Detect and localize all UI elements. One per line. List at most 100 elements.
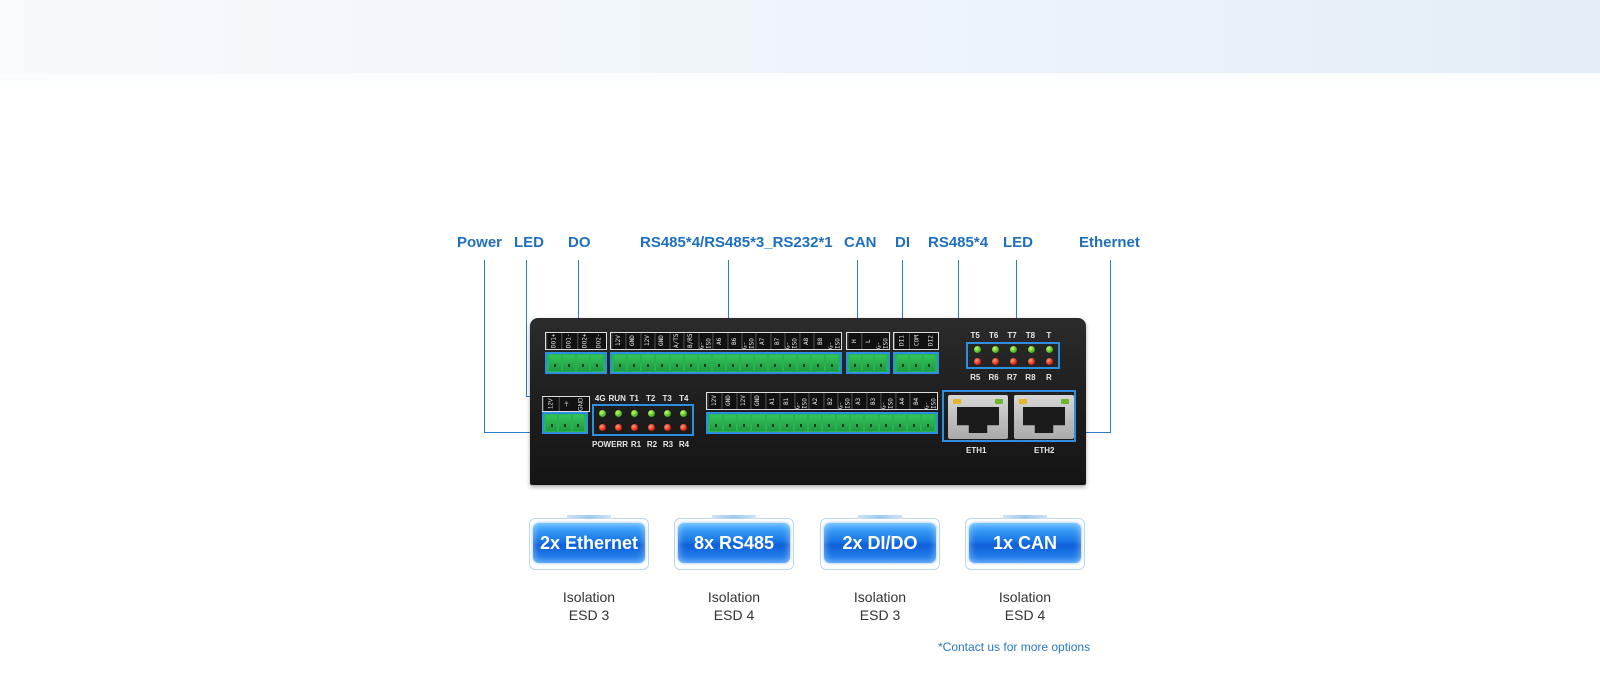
led-label: R5 (970, 373, 981, 382)
power-label-strip: 12V⏚GND (542, 396, 590, 412)
eth1-port[interactable] (948, 395, 1008, 439)
terminal-label: DI1 (894, 333, 909, 349)
terminal-pin (825, 355, 838, 371)
red-led-icon (991, 357, 999, 365)
terminal-pin (923, 355, 935, 371)
terminal-label: G-ISO (836, 393, 852, 409)
led-label: T5 (970, 331, 980, 340)
footnote: *Contact us for more options (938, 640, 1091, 654)
terminal-label: GND (654, 333, 669, 349)
power-terminal (542, 412, 588, 434)
green-led-icon (1027, 346, 1035, 354)
terminal-label: 12V (735, 393, 751, 409)
terminal-pin (755, 355, 768, 371)
terminal-pin (811, 355, 824, 371)
red-led-icon (631, 423, 639, 431)
terminal-pin (628, 355, 641, 371)
terminal-label: G-ISO (880, 393, 895, 409)
terminal-label: A1 (764, 393, 780, 409)
terminal-pin (783, 355, 796, 371)
led-label: R2 (646, 440, 658, 449)
top-banner-band (0, 0, 1600, 73)
leader-ethernet (1110, 260, 1111, 432)
terminal-pin (851, 415, 864, 431)
led-label: R4 (678, 440, 690, 449)
leader-do (578, 260, 579, 356)
led-label: ERR (611, 440, 628, 449)
spec-line: Isolation (853, 589, 907, 605)
terminal-pin (850, 355, 861, 371)
badge-ethernet-spec: Isolation ESD 3 (529, 588, 649, 624)
callout-rs485-rs232: RS485*4/RS485*3_RS232*1 (640, 234, 833, 251)
spec-line: ESD 4 (1004, 607, 1046, 623)
terminal-label: B6 (726, 333, 741, 349)
callout-power: Power (457, 234, 503, 251)
green-led-icon (680, 409, 688, 417)
green-led-icon (991, 346, 999, 354)
terminal-label: B1 (779, 393, 794, 409)
led-label: R7 (1006, 373, 1018, 382)
callout-can: CAN (844, 234, 877, 251)
red-led-icon (680, 423, 688, 431)
badge-dido-spec: Isolation ESD 3 (820, 588, 940, 624)
terminal-pin (577, 355, 589, 371)
eth2-port[interactable] (1014, 395, 1074, 439)
callout-di: DI (895, 234, 910, 251)
leader-can (857, 260, 858, 356)
terminal-label: B3 (865, 393, 881, 409)
terminal-label: A7 (755, 333, 770, 349)
di-terminal (893, 352, 939, 374)
terminal-label: A3 (851, 393, 866, 409)
leader-di (902, 260, 903, 326)
terminal-pin (865, 415, 878, 431)
terminal-label: GND (625, 333, 640, 349)
badge-can: 1x CAN (965, 515, 1085, 570)
terminal-label: 12V (639, 333, 655, 349)
terminal-label: B7 (769, 333, 785, 349)
spec-line: Isolation (998, 589, 1052, 605)
terminal-label: 12V (707, 393, 722, 409)
terminal-label: G-ISO (827, 338, 841, 349)
terminal-pin (738, 415, 751, 431)
terminal-label: DO2- (595, 333, 603, 349)
terminal-label: DI2 (927, 335, 935, 347)
terminal-label: GND (750, 393, 765, 409)
terminal-pin (875, 355, 887, 371)
led-label: 4G (594, 394, 606, 403)
green-led-icon (598, 409, 606, 417)
terminal-pin (546, 415, 558, 431)
led-label: R8 (1025, 373, 1036, 382)
badge-rs485: 8x RS485 (674, 515, 794, 570)
led-label: T3 (662, 394, 672, 403)
terminal-label: GND (578, 397, 585, 411)
terminal-pin (572, 415, 584, 431)
terminal-pin (769, 355, 782, 371)
spec-line: Isolation (707, 589, 761, 605)
terminal-pin (698, 355, 711, 371)
terminal-label: H (847, 333, 862, 349)
terminal-pin (549, 355, 561, 371)
badge-can-spec: Isolation ESD 4 (965, 588, 1085, 624)
badge-rs485-spec: Isolation ESD 4 (674, 588, 794, 624)
terminal-label: L (861, 333, 876, 349)
red-led-icon (647, 423, 655, 431)
terminal-label: DO1- (561, 333, 577, 349)
eth1-label: ETH1 (966, 446, 987, 455)
terminal-label: A/T5 (668, 333, 684, 349)
led-label: T2 (646, 394, 656, 403)
callout-led-right: LED (1003, 234, 1033, 251)
leader-power-h (484, 432, 544, 433)
terminal-pin (879, 415, 892, 431)
terminal-pin (808, 415, 821, 431)
terminal-pin (837, 415, 850, 431)
terminal-label: DO1+ (546, 333, 562, 349)
green-led-icon (663, 409, 671, 417)
terminal-label: G-ISO (875, 338, 889, 349)
spec-line: ESD 3 (568, 607, 610, 623)
terminal-pin (727, 355, 740, 371)
